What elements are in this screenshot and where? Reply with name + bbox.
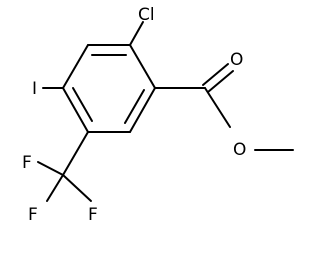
bond-cf3-f-left <box>46 174 64 202</box>
bond-cf3-f-right <box>62 174 92 202</box>
atom-label-i: I <box>32 79 37 99</box>
bond-carbonyl-o-double-b <box>207 70 234 93</box>
bond-c5-c6 <box>62 44 89 89</box>
bond-c-cl <box>129 21 144 46</box>
atom-label-cl: Cl <box>138 5 155 25</box>
atom-label-o-ester: O <box>233 140 246 160</box>
benzene-ring <box>62 44 156 133</box>
bond-c4-c5 <box>62 87 89 133</box>
atom-label-f-top: F <box>22 153 32 173</box>
aromatic-inner-bond-3 <box>72 87 93 122</box>
aromatic-inner-bond-2 <box>124 89 145 124</box>
structure-diagram: Cl I O O F F F <box>22 5 294 225</box>
atom-label-o-carbonyl: O <box>230 50 243 70</box>
atom-label-f-right: F <box>88 205 98 225</box>
atom-label-f-left: F <box>28 205 38 225</box>
molecule-drawing: Cl I O O F F F <box>22 5 294 225</box>
bond-c1-c2 <box>129 44 156 89</box>
bond-carbonyl-o-double-a <box>202 63 229 86</box>
bond-carbonyl-o-single <box>204 87 231 128</box>
bond-cf3-f-top <box>37 161 64 176</box>
bond-c2-c3 <box>129 87 156 133</box>
bond-c-cf3 <box>62 131 89 176</box>
